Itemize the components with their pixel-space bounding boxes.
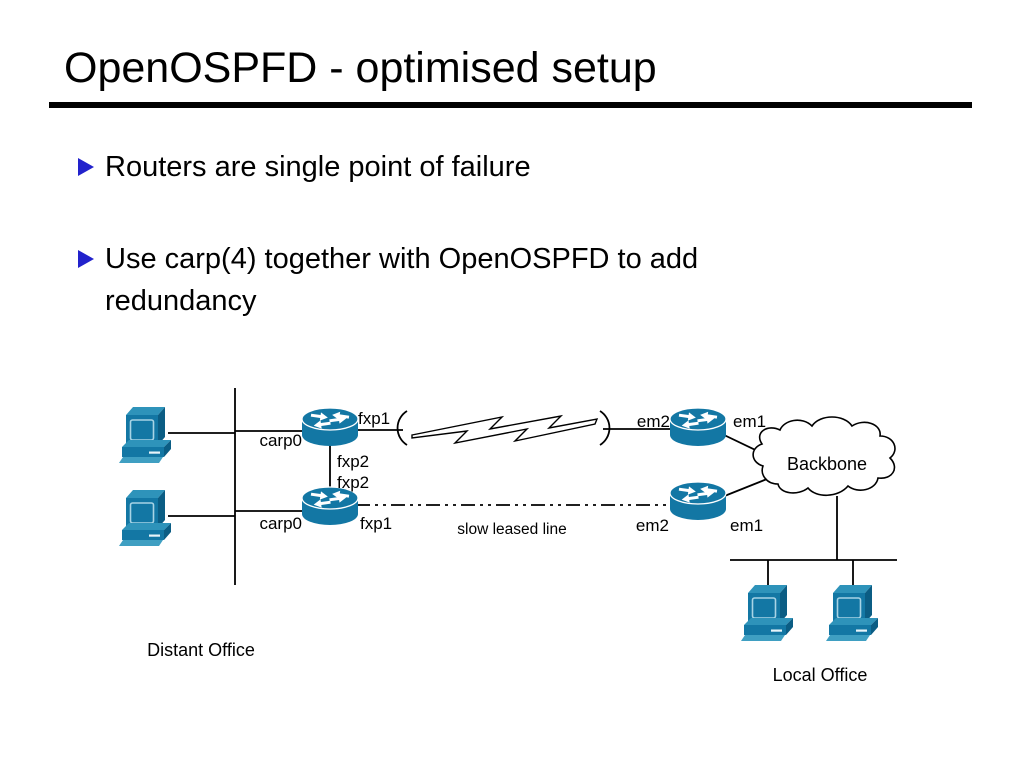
cisco-router-icon-distant-bottom xyxy=(302,487,358,525)
bullet-triangle-icon xyxy=(78,158,94,176)
workstation-icon-local-2 xyxy=(825,584,879,642)
label-fxp2-lower: fxp2 xyxy=(337,473,369,492)
cisco-router-icon-local-bottom xyxy=(670,482,726,520)
label-distant-office: Distant Office xyxy=(147,640,255,660)
bullet-2-line-2: redundancy xyxy=(105,285,257,317)
label-fxp2-upper: fxp2 xyxy=(337,452,369,471)
cisco-router-icon-local-top xyxy=(670,408,726,446)
label-local-office: Local Office xyxy=(773,665,868,685)
workstation-icon-distant-2 xyxy=(118,489,172,547)
label-fxp1-bottom: fxp1 xyxy=(360,514,392,533)
backbone-cloud-icon xyxy=(752,416,896,497)
label-fxp1-top: fxp1 xyxy=(358,409,390,428)
workstation-icon-distant-1 xyxy=(118,406,172,464)
label-em1-bottom: em1 xyxy=(730,516,763,535)
label-carp0-top: carp0 xyxy=(259,431,302,450)
label-em1-top: em1 xyxy=(733,412,766,431)
label-carp0-bottom: carp0 xyxy=(259,514,302,533)
label-slow-leased-line: slow leased line xyxy=(457,521,566,538)
cisco-router-icon-distant-top xyxy=(302,408,358,446)
bullet-item-1: Routers are single point of failure xyxy=(78,146,531,188)
router4-cloud-link-em1 xyxy=(721,476,773,498)
wan-arc-right-icon xyxy=(599,410,611,446)
workstation-icon-local-1 xyxy=(740,584,794,642)
label-em2-bottom: em2 xyxy=(636,516,669,535)
bullet-2-line-1: Use carp(4) together with OpenOSPFD to a… xyxy=(105,243,699,275)
bullet-2-text: Use carp(4) together with OpenOSPFD to a… xyxy=(105,238,698,322)
label-em2-top: em2 xyxy=(637,412,670,431)
wan-arc-left-icon xyxy=(396,410,408,446)
title-underline xyxy=(49,102,972,108)
bullet-triangle-icon xyxy=(78,250,94,268)
lightning-bolt-wan-link-icon xyxy=(411,414,599,445)
slide-title: OpenOSPFD - optimised setup xyxy=(64,44,657,92)
bullet-1-text: Routers are single point of failure xyxy=(105,146,531,188)
bullet-1-line-1: Routers are single point of failure xyxy=(105,151,531,183)
label-backbone: Backbone xyxy=(787,454,867,474)
bullet-item-2: Use carp(4) together with OpenOSPFD to a… xyxy=(78,238,698,322)
